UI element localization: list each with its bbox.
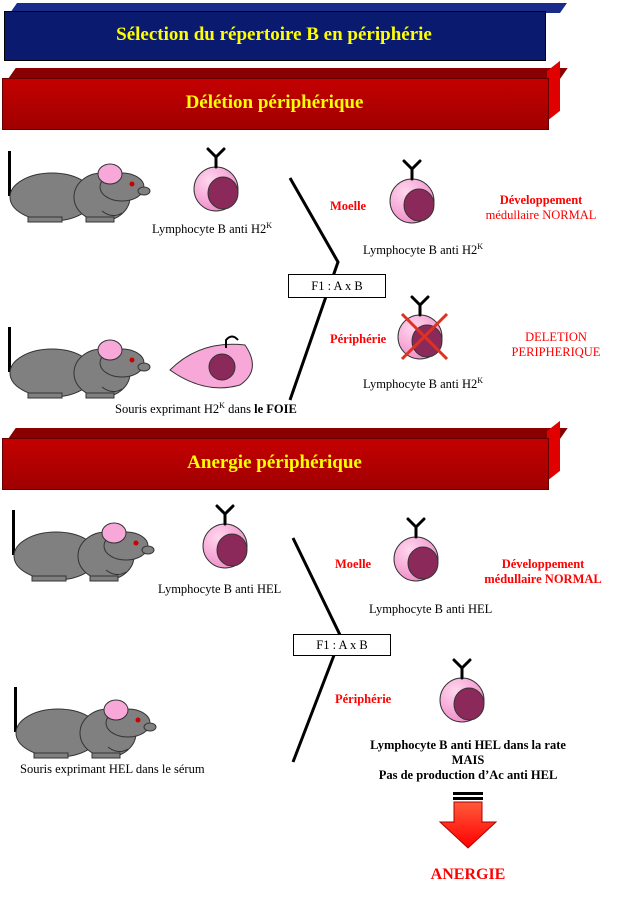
mouse-icon (7, 150, 151, 223)
anergy-banner: Anergie périphérique (2, 420, 568, 490)
peripherie-label: Périphérie (330, 332, 387, 346)
mouse-label: Souris exprimant H2K dans le FOIE (115, 401, 297, 417)
cell-label: Lymphocyte B anti H2K (152, 221, 273, 237)
mouse-icon (7, 326, 151, 399)
page-title: Sélection du répertoire B en périphérie (116, 24, 432, 45)
anergy-banner-title: Anergie périphérique (187, 452, 362, 473)
peripherie-result: DELETION PERIPHERIQUE (511, 330, 601, 359)
b-cell-icon (388, 159, 436, 225)
peripherie-cell-label: Lymphocyte B anti H2K (363, 376, 484, 392)
down-arrow-icon (438, 792, 498, 849)
moelle-label: Moelle (330, 199, 367, 213)
mouse-icon (13, 686, 157, 759)
anergy-result: Lymphocyte B anti HEL dans la rate MAIS … (370, 738, 566, 782)
cell-label: Lymphocyte B anti HEL (158, 582, 282, 596)
moelle-cell-label: Lymphocyte B anti HEL (369, 602, 493, 616)
mouse-label: Souris exprimant HEL dans le sérum (20, 762, 205, 776)
b-cell-icon (192, 147, 240, 213)
cross-label-box: F1 : A x B (288, 274, 386, 298)
moelle-result: Développement médullaire NORMAL (485, 193, 597, 222)
b-cell-icon (201, 504, 249, 570)
moelle-cell-label: Lymphocyte B anti H2K (363, 242, 484, 258)
b-cell-icon (392, 517, 440, 583)
cross-bracket (288, 177, 340, 401)
hepatocyte-icon (169, 335, 253, 389)
mouse-icon (11, 509, 155, 582)
deleted-b-cell-icon (396, 295, 449, 361)
conclusion-label: ANERGIE (430, 866, 506, 883)
b-cell-icon (438, 658, 486, 724)
moelle-result: Développement médullaire NORMAL (484, 557, 602, 586)
deletion-banner: Délétion périphérique (2, 60, 568, 130)
peripherie-label: Périphérie (335, 692, 392, 706)
title-banner: Sélection du répertoire B en périphérie (4, 3, 568, 61)
cross-label-box: F1 : A x B (293, 634, 391, 656)
deletion-banner-title: Délétion périphérique (185, 92, 364, 113)
moelle-label: Moelle (335, 557, 372, 571)
